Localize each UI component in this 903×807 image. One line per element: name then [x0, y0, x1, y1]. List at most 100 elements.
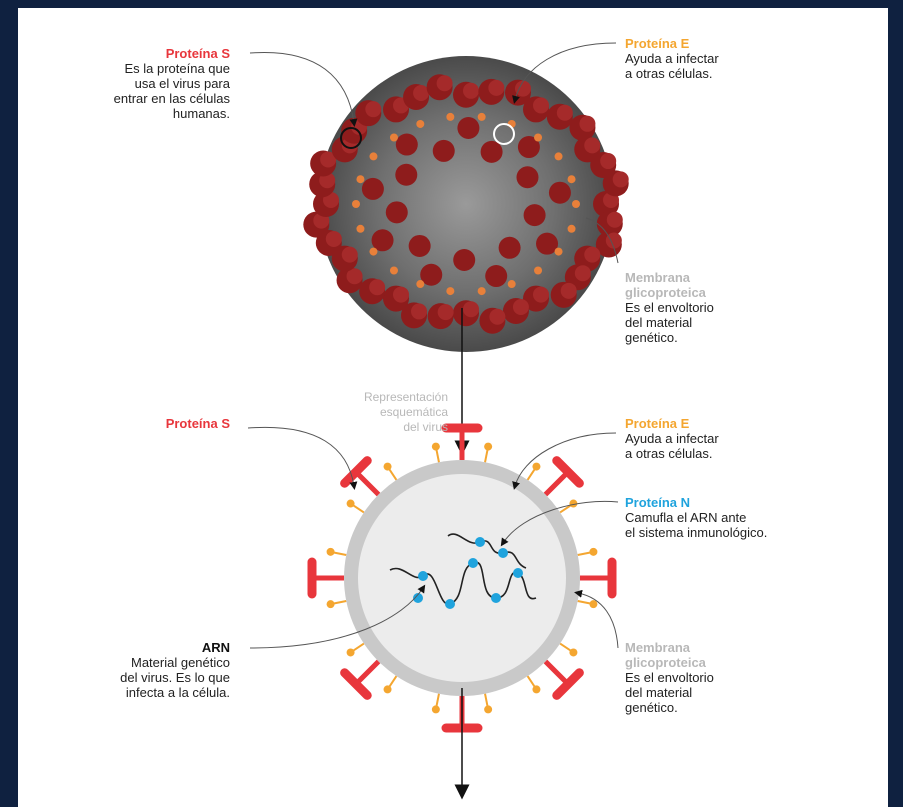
- protein-n-dot: [468, 558, 478, 568]
- protein-e-head: [326, 547, 335, 556]
- surface-dot: [477, 112, 486, 121]
- protein-s-head: [340, 668, 372, 700]
- surface-dot: [534, 133, 543, 142]
- protein-s-stem: [543, 659, 570, 686]
- protein-e-head: [484, 705, 493, 714]
- surface-dot: [554, 152, 563, 161]
- protein-e-head: [589, 600, 598, 609]
- spike-blob: [385, 201, 408, 224]
- spike-blob: [393, 286, 409, 303]
- bottom-protein-e-desc: Ayuda a infectar a otras células.: [625, 431, 719, 461]
- surface-dot: [534, 266, 543, 275]
- spike-blob: [371, 229, 394, 252]
- protein-s-stem: [543, 470, 570, 497]
- surface-dot: [567, 224, 576, 233]
- virus-surface-proteins: [352, 112, 580, 296]
- protein-e-head: [589, 547, 598, 556]
- protein-s-stem: [354, 659, 381, 686]
- protein-e-head: [484, 442, 493, 451]
- protein-e-head: [383, 685, 392, 694]
- spike-blob: [533, 97, 549, 114]
- protein-e-head: [346, 499, 355, 508]
- spike-blob: [548, 181, 571, 204]
- protein-e-highlight-circle: [493, 123, 515, 145]
- protein-e-head: [431, 442, 440, 451]
- bottom-membrane-title-1: Membrana: [625, 640, 691, 655]
- bottom-protein-s-title: Proteína S: [165, 416, 230, 431]
- spike-blob: [516, 166, 539, 189]
- arn-desc: Material genético del virus. Es lo que i…: [120, 655, 230, 700]
- protein-e-head: [326, 600, 335, 609]
- top-membrane-title-1: Membrana: [625, 270, 691, 285]
- spike-blob: [346, 268, 363, 285]
- protein-n-markers: [413, 537, 523, 609]
- surface-dot: [416, 119, 425, 128]
- protein-e-head: [346, 648, 355, 657]
- spike-blob: [485, 265, 508, 288]
- arn-label: ARN Material genético del virus. Es lo q…: [48, 640, 230, 700]
- bottom-membrane-title-2: glicoproteica: [625, 655, 706, 670]
- spike-blob: [489, 308, 506, 325]
- spike-blob: [536, 232, 559, 255]
- spike-blob: [556, 104, 573, 121]
- protein-s-stem: [354, 470, 381, 497]
- schematic-caption-text: Representación esquemática del virus: [363, 390, 448, 434]
- spike-blob: [432, 139, 455, 162]
- spike-blob: [369, 279, 386, 296]
- surface-dot: [572, 200, 580, 208]
- spike-blob: [457, 117, 480, 140]
- spike-blob: [584, 137, 601, 154]
- surface-dot: [389, 266, 398, 275]
- spike-blob: [498, 236, 521, 259]
- surface-dot: [567, 175, 576, 184]
- surface-dot: [477, 287, 486, 296]
- surface-dot: [389, 133, 398, 142]
- protein-n-leader: [500, 500, 619, 547]
- surface-dot: [356, 175, 365, 184]
- spike-blob: [361, 177, 384, 200]
- spike-blob: [523, 204, 546, 227]
- protein-n-dot: [498, 548, 508, 558]
- protein-e-schema-leader: [512, 432, 617, 490]
- spike-blob: [325, 230, 342, 247]
- top-membrane-desc: Es el envoltorio del material genético.: [625, 300, 714, 345]
- bottom-membrane-label: Membrana glicoproteica Es el envoltorio …: [625, 640, 825, 715]
- protein-e-head: [569, 499, 578, 508]
- protein-n-dot: [513, 568, 523, 578]
- spike-blob: [413, 84, 430, 101]
- virus-body: [318, 56, 614, 352]
- spike-blob: [514, 80, 531, 97]
- spike-blob: [560, 282, 577, 299]
- surface-dot: [356, 224, 365, 233]
- bottom-protein-e-title: Proteína E: [625, 416, 690, 431]
- protein-e-head: [383, 462, 392, 471]
- protein-n-label: Proteína N Camufla el ARN ante el sistem…: [625, 495, 855, 540]
- protein-n-dot: [475, 537, 485, 547]
- protein-s-head: [340, 456, 372, 488]
- schematic-virus: [307, 423, 617, 733]
- protein-e-head: [532, 462, 541, 471]
- top-membrane-title-2: glicoproteica: [625, 285, 706, 300]
- spike-blob: [517, 136, 540, 159]
- schematic-interior: [358, 474, 566, 682]
- protein-e-head: [569, 648, 578, 657]
- spike-blob: [600, 153, 617, 170]
- protein-s-leader-line: [249, 51, 358, 127]
- protein-n-desc: Camufla el ARN ante el sistema inmunológ…: [625, 510, 768, 540]
- membrane-schema-leader: [574, 589, 619, 649]
- arn-leader: [249, 584, 426, 649]
- protein-s-schema-leader: [247, 426, 358, 490]
- surface-dot: [446, 287, 455, 296]
- spike-blob: [480, 140, 503, 163]
- virus-spikes: [303, 74, 629, 334]
- spike-blob: [574, 265, 591, 282]
- diagram-canvas: [247, 42, 629, 800]
- spike-blob: [579, 115, 596, 132]
- spike-blob: [395, 133, 418, 156]
- spike-blob: [436, 75, 453, 92]
- spike-blob: [512, 299, 529, 316]
- schematic-caption: Representación esquemática del virus: [298, 390, 448, 435]
- spike-blob: [420, 263, 443, 286]
- surface-dot: [352, 200, 360, 208]
- spike-blob: [395, 163, 418, 186]
